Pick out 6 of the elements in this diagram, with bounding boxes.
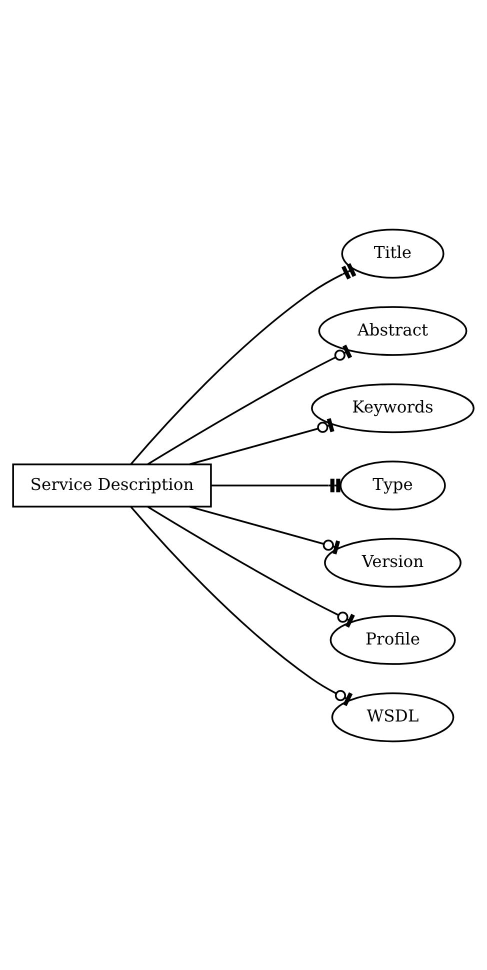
connector [147,344,352,465]
node-ellipse: Version [324,537,462,588]
node-ellipse: Type [340,460,446,510]
connector [130,262,356,464]
node-ellipse: Profile [330,614,456,664]
node-box: Service Description [12,463,212,507]
